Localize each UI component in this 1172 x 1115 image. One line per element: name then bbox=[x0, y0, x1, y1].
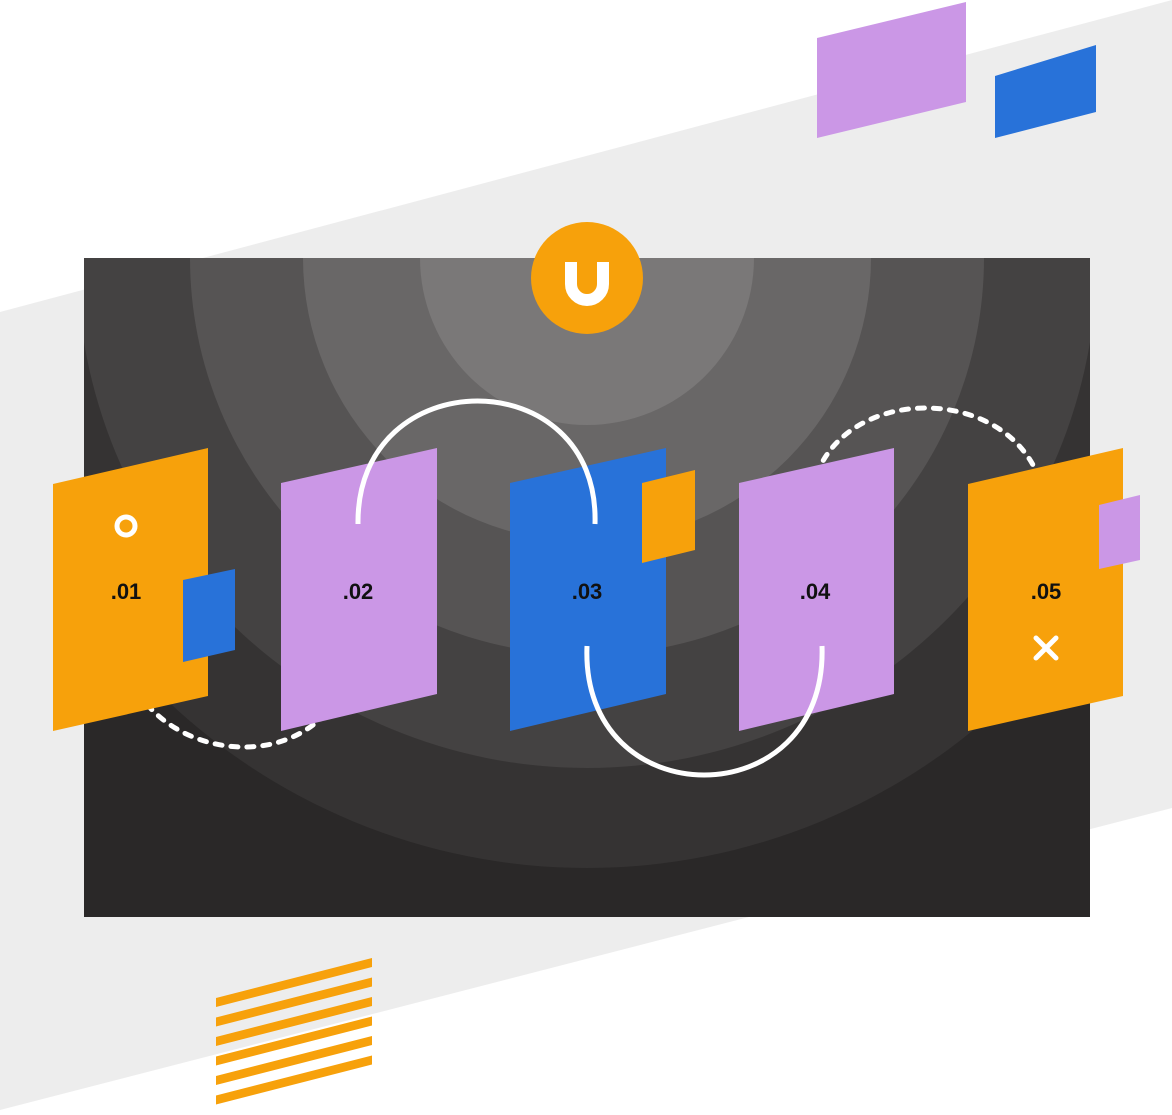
card-shape bbox=[968, 448, 1123, 731]
circle-icon bbox=[114, 514, 138, 538]
connector-01-02 bbox=[121, 643, 361, 750]
logo-badge bbox=[531, 222, 643, 334]
accent-block bbox=[642, 470, 695, 563]
close-icon bbox=[1033, 635, 1059, 661]
card-shape bbox=[739, 448, 894, 731]
stripe bbox=[216, 977, 372, 1027]
step-card-05: .05 bbox=[968, 448, 1140, 731]
step-card-01: .01 bbox=[53, 448, 235, 731]
decorative-blue-block bbox=[995, 45, 1096, 138]
card-shape bbox=[510, 448, 666, 731]
card-shape bbox=[281, 448, 437, 731]
step-label: .01 bbox=[111, 579, 142, 604]
stripe bbox=[216, 1016, 372, 1066]
step-label: .02 bbox=[343, 579, 374, 604]
accent-block bbox=[1099, 495, 1140, 569]
logo-circle bbox=[531, 222, 643, 334]
accent-block bbox=[183, 569, 235, 662]
step-card-04: .04 bbox=[739, 448, 894, 731]
stripe bbox=[216, 958, 372, 1007]
card-shape bbox=[53, 448, 208, 731]
stripe bbox=[216, 1036, 372, 1085]
step-label: .05 bbox=[1031, 579, 1062, 604]
connector-02-03 bbox=[355, 398, 598, 525]
step-label: .03 bbox=[572, 579, 603, 604]
stripe bbox=[216, 997, 372, 1046]
step-card-03: .03 bbox=[510, 448, 695, 731]
decorative-purple-block bbox=[817, 2, 966, 138]
u-logo-icon bbox=[565, 262, 609, 306]
step-card-02: .02 bbox=[281, 448, 437, 731]
stripe bbox=[216, 1055, 372, 1105]
connector-03-04 bbox=[584, 645, 825, 778]
step-label: .04 bbox=[800, 579, 831, 604]
decorative-stripes bbox=[216, 958, 372, 1105]
ring bbox=[420, 258, 754, 425]
